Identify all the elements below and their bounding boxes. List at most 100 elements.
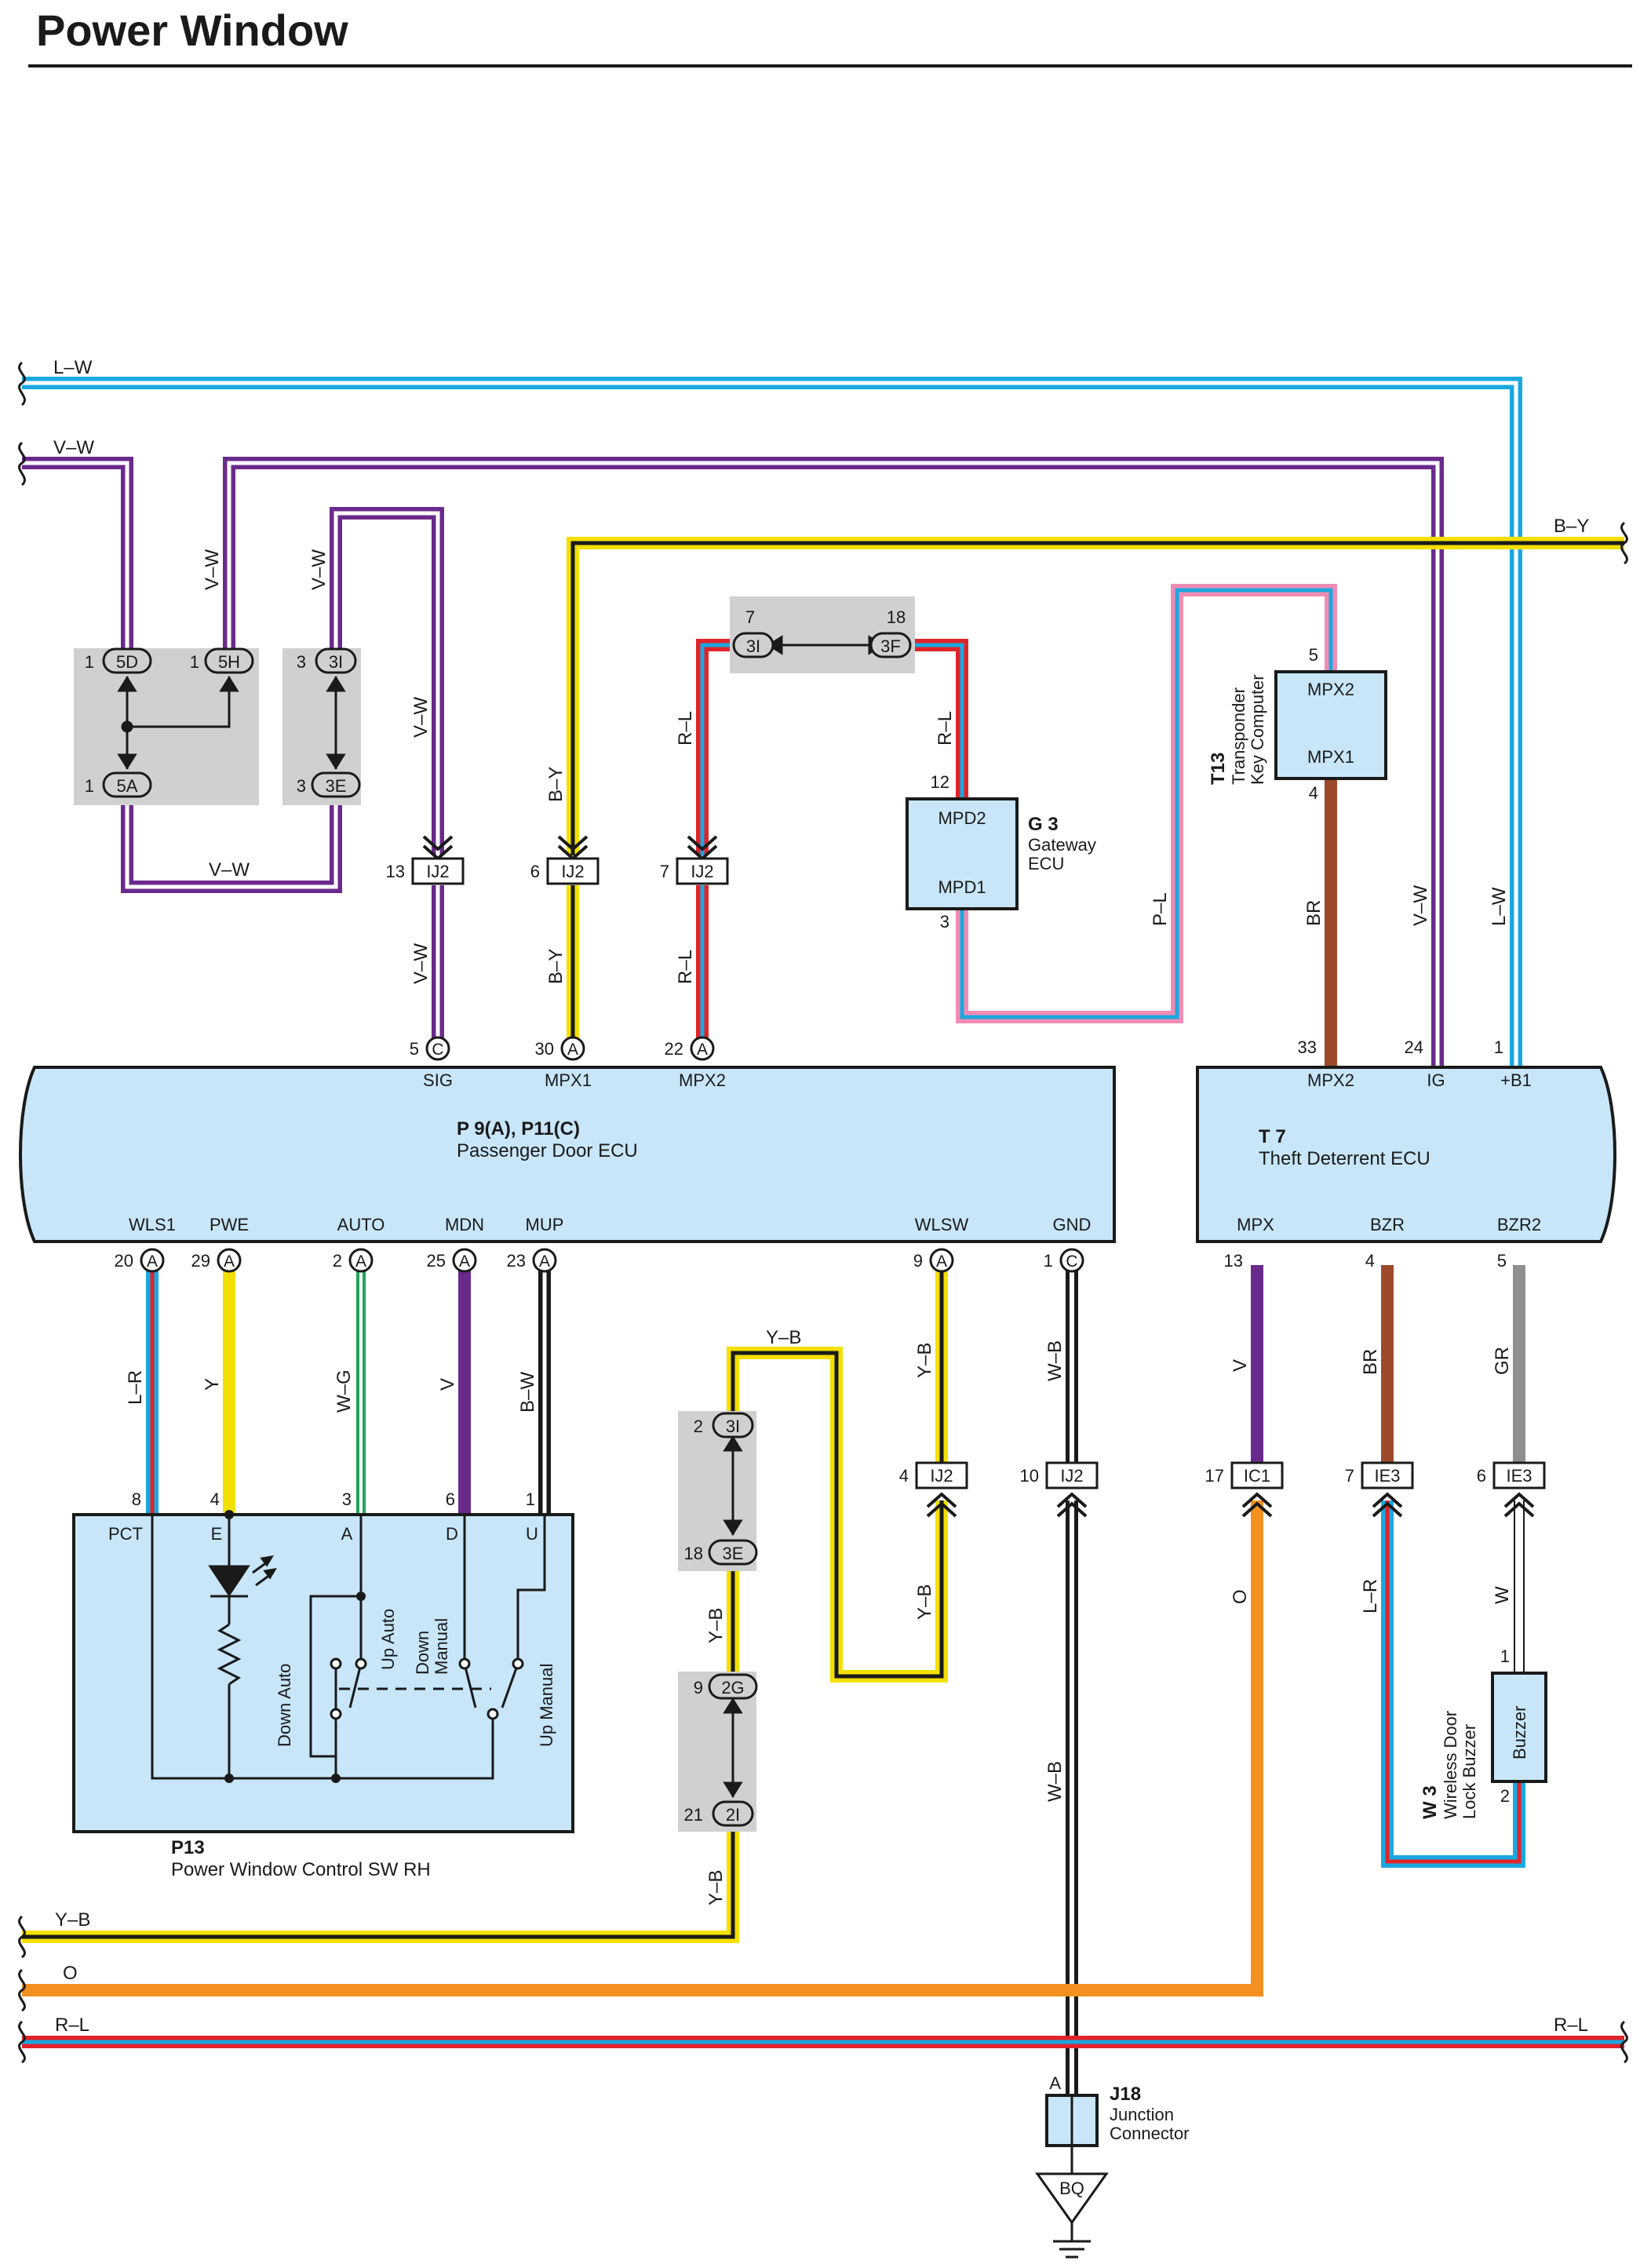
pin-num: 23 bbox=[507, 1251, 526, 1271]
pin-label: MUP bbox=[526, 1215, 564, 1234]
wire-label: Y–B bbox=[705, 1608, 727, 1643]
buzzer-name: Wireless Door bbox=[1441, 1711, 1460, 1819]
wire-label: V–W bbox=[308, 549, 330, 590]
switch-label-down-manual: Down bbox=[413, 1631, 432, 1675]
connector-ij2-10: IJ2 10 bbox=[1020, 1461, 1099, 1518]
wire-label: B–Y bbox=[545, 767, 567, 802]
splice-pin: 3 bbox=[297, 776, 306, 796]
connector-ij2-7: IJ2 7 bbox=[660, 835, 729, 885]
splice-pin: 3 bbox=[297, 652, 306, 672]
passenger-ecu-id: P 9(A), P11(C) bbox=[457, 1118, 580, 1139]
transponder-name: Key Computer bbox=[1248, 674, 1267, 785]
wire-label: Y–B bbox=[55, 1909, 90, 1931]
connector-pin: 7 bbox=[1345, 1466, 1354, 1486]
wire-vw-loop bbox=[121, 789, 342, 893]
gateway-ecu: MPD2 MPD1 12 3 G 3 Gateway ECU bbox=[906, 772, 1096, 932]
wire-label: W–B bbox=[1044, 1761, 1066, 1802]
switch-pin-num: 1 bbox=[526, 1490, 535, 1509]
pin-conn: A bbox=[539, 1253, 550, 1271]
gateway-id: G 3 bbox=[1028, 814, 1059, 835]
splice-code: 2G bbox=[721, 1678, 744, 1697]
wire-label: Y–B bbox=[914, 1584, 935, 1620]
splice-code: 3I bbox=[329, 652, 343, 672]
passenger-ecu-pin-sig: C 5 SIG bbox=[410, 1036, 453, 1090]
wire-label: Y–B bbox=[766, 1327, 801, 1348]
theft-deterrent-ecu: T 7 Theft Deterrent ECU MPX2 IG +B1 33 2… bbox=[1196, 1037, 1616, 1271]
splice-code: 3I bbox=[746, 636, 760, 656]
pin-label: WLS1 bbox=[129, 1215, 176, 1234]
page-title: Power Window bbox=[36, 5, 348, 55]
pin-label: AUTO bbox=[337, 1215, 385, 1234]
passenger-ecu-pin-mpx1: A 30 MPX1 bbox=[535, 1036, 592, 1090]
wire-label: O bbox=[1230, 1589, 1251, 1604]
passenger-door-ecu: P 9(A), P11(C) Passenger Door ECU C 5 SI… bbox=[19, 1036, 1116, 1273]
splice-2g: 2G 9 bbox=[694, 1673, 758, 1700]
pin-num: 5 bbox=[1497, 1251, 1507, 1271]
wire-label: W bbox=[1492, 1586, 1513, 1604]
pin-label: WLSW bbox=[915, 1215, 969, 1234]
buzzer-id: W 3 bbox=[1420, 1785, 1441, 1819]
pin-num: 1 bbox=[1494, 1037, 1503, 1057]
splice-code: 5H bbox=[218, 652, 240, 672]
wire-label: Y–B bbox=[705, 1870, 727, 1905]
pin-conn: A bbox=[355, 1253, 366, 1271]
pin-num: 9 bbox=[913, 1251, 923, 1271]
pin-num: 1 bbox=[1044, 1251, 1053, 1271]
wire-label: W–G bbox=[333, 1369, 355, 1413]
wire-label: V–W bbox=[53, 437, 94, 458]
wire-label: L–R bbox=[125, 1370, 146, 1405]
pin-label: GND bbox=[1053, 1215, 1092, 1234]
wire-label: B–W bbox=[517, 1372, 538, 1413]
connector-code: IJ2 bbox=[1060, 1466, 1083, 1486]
pin-num: 30 bbox=[535, 1039, 554, 1059]
splice-5a: 5A 1 bbox=[85, 771, 152, 798]
connector-code: IJ2 bbox=[691, 862, 713, 881]
wire-label: B–Y bbox=[1554, 516, 1589, 537]
buzzer-label: Buzzer bbox=[1510, 1706, 1529, 1759]
connector-code: IC1 bbox=[1244, 1466, 1270, 1486]
wire-lr-buzzer bbox=[1381, 1500, 1525, 1868]
pin-num: 13 bbox=[1224, 1251, 1243, 1271]
switch-name: Power Window Control SW RH bbox=[171, 1859, 431, 1880]
wire-label: V–W bbox=[410, 697, 432, 738]
connector-ij2-4: IJ2 4 bbox=[899, 1461, 968, 1518]
splice-3e-upper: 3E 3 bbox=[297, 771, 361, 798]
switch-label-up-manual: Up Manual bbox=[537, 1664, 556, 1747]
wire-o bbox=[22, 1500, 1263, 1996]
gateway-name: Gateway bbox=[1028, 835, 1096, 855]
wire-rl-upper bbox=[696, 639, 738, 855]
wire-rl-gateway bbox=[910, 639, 968, 799]
pin-conn: A bbox=[459, 1253, 470, 1271]
pin-label: +B1 bbox=[1500, 1070, 1532, 1090]
wire-label: L–W bbox=[1489, 887, 1510, 926]
splice-pin: 18 bbox=[887, 607, 906, 627]
pin-conn: C bbox=[1066, 1253, 1077, 1271]
wire-label: R–L bbox=[675, 711, 696, 746]
wire-vw-ig bbox=[223, 457, 1444, 1075]
transponder-id: T13 bbox=[1208, 753, 1229, 785]
switch-pin-num: 6 bbox=[446, 1490, 455, 1509]
splice-pin: 7 bbox=[745, 607, 755, 627]
splice-3e-lower: 3E 18 bbox=[684, 1539, 758, 1566]
pin-conn: A bbox=[936, 1253, 947, 1271]
pin-conn: A bbox=[567, 1041, 578, 1059]
switch-pin-label: D bbox=[446, 1524, 458, 1544]
pin-conn: A bbox=[147, 1253, 158, 1271]
wire-label: BR bbox=[1360, 1349, 1381, 1375]
pin-num: 25 bbox=[427, 1251, 446, 1271]
pin-num: 4 bbox=[1365, 1251, 1375, 1271]
wire-label: R–L bbox=[1554, 2015, 1588, 2036]
wire-label: V–W bbox=[410, 943, 432, 984]
splice-3i-upper: 3I 3 bbox=[297, 647, 357, 674]
pin-label: MPX2 bbox=[679, 1070, 726, 1090]
splice-5d: 5D 1 bbox=[85, 647, 152, 674]
passenger-ecu-pin-mdn: A 25 MDN bbox=[427, 1215, 484, 1273]
connector-ie3-6: IE3 6 bbox=[1477, 1461, 1546, 1518]
pin-label: SIG bbox=[423, 1070, 453, 1090]
pin-num: 22 bbox=[665, 1039, 683, 1059]
passenger-ecu-pin-mpx2: A 22 MPX2 bbox=[665, 1036, 726, 1090]
wire-label: BR bbox=[1303, 900, 1325, 926]
switch-circuit bbox=[151, 1515, 546, 1780]
theft-ecu-name: Theft Deterrent ECU bbox=[1259, 1148, 1430, 1169]
transponder-key-computer: MPX2 MPX1 5 4 T13 Transponder Key Comput… bbox=[1208, 645, 1387, 803]
